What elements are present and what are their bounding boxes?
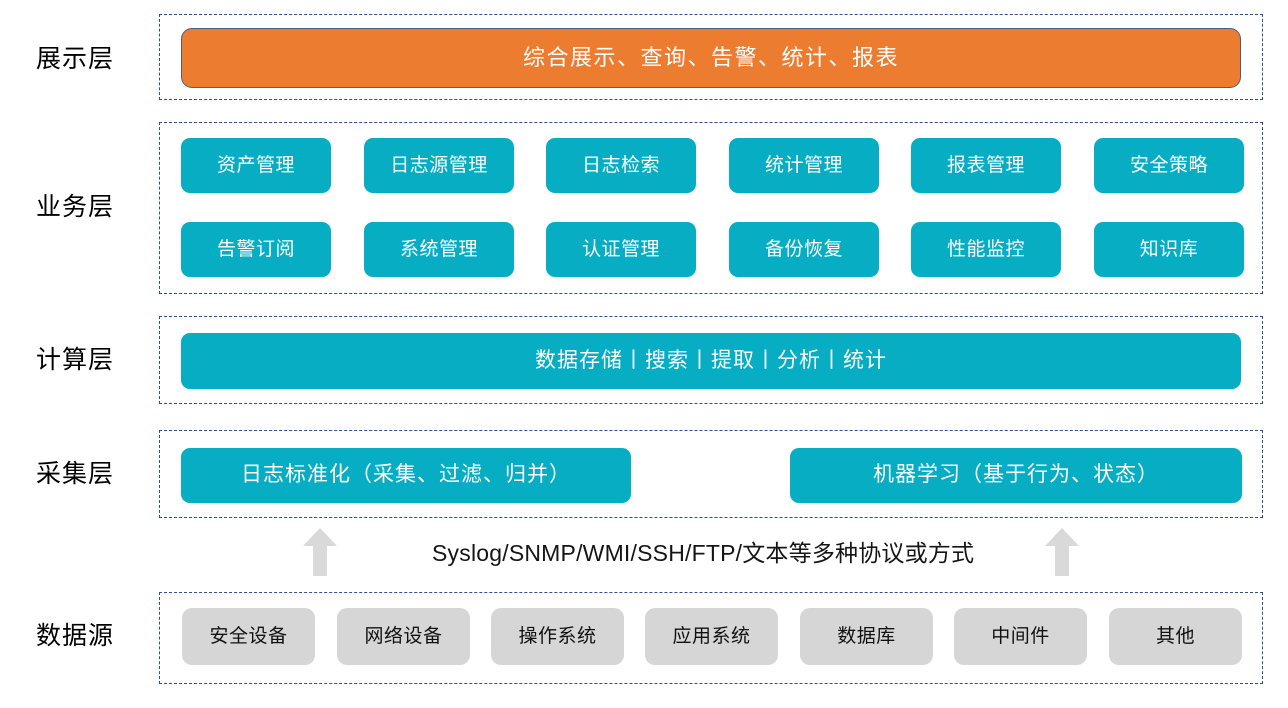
business-node-log-search[interactable]: 日志检索	[546, 138, 696, 193]
business-node-asset-management[interactable]: 资产管理	[181, 138, 331, 193]
source-node-operating-system[interactable]: 操作系统	[491, 608, 624, 665]
business-node-auth-management[interactable]: 认证管理	[546, 222, 696, 277]
layer-label-business: 业务层	[35, 193, 114, 221]
compute-node-storage-search-extract-analyze-stat[interactable]: 数据存储丨搜索丨提取丨分析丨统计	[181, 333, 1241, 389]
display-layer-frame	[159, 14, 1263, 100]
display-node-overview[interactable]: 综合展示、查询、告警、统计、报表	[181, 28, 1241, 88]
source-layer-frame	[159, 592, 1263, 684]
source-node-security-devices[interactable]: 安全设备	[182, 608, 315, 665]
collect-node-machine-learning[interactable]: 机器学习（基于行为、状态）	[790, 448, 1242, 503]
layer-label-collect: 采集层	[35, 460, 114, 488]
business-node-backup-restore[interactable]: 备份恢复	[729, 222, 879, 277]
business-node-statistics-management[interactable]: 统计管理	[729, 138, 879, 193]
protocol-caption: Syslog/SNMP/WMI/SSH/FTP/文本等多种协议或方式	[432, 540, 975, 566]
arrow-up-icon-right	[1045, 528, 1079, 576]
business-node-log-source-management[interactable]: 日志源管理	[364, 138, 514, 193]
collect-layer-frame	[159, 430, 1263, 518]
compute-layer-frame	[159, 316, 1263, 404]
business-node-knowledge-base[interactable]: 知识库	[1094, 222, 1244, 277]
layer-label-source: 数据源	[35, 622, 114, 650]
business-node-system-management[interactable]: 系统管理	[364, 222, 514, 277]
business-node-alarm-subscription[interactable]: 告警订阅	[181, 222, 331, 277]
source-node-database[interactable]: 数据库	[800, 608, 933, 665]
business-node-security-policy[interactable]: 安全策略	[1094, 138, 1244, 193]
source-node-middleware[interactable]: 中间件	[954, 608, 1087, 665]
source-node-other[interactable]: 其他	[1109, 608, 1242, 665]
source-node-application-system[interactable]: 应用系统	[645, 608, 778, 665]
business-node-report-management[interactable]: 报表管理	[911, 138, 1061, 193]
layer-label-display: 展示层	[35, 45, 114, 73]
layer-label-compute: 计算层	[35, 346, 114, 374]
business-node-performance-monitor[interactable]: 性能监控	[911, 222, 1061, 277]
arrow-up-icon-left	[303, 528, 337, 576]
source-node-network-devices[interactable]: 网络设备	[337, 608, 470, 665]
business-layer-frame	[159, 122, 1263, 294]
collect-node-log-normalization[interactable]: 日志标准化（采集、过滤、归并）	[181, 448, 631, 503]
